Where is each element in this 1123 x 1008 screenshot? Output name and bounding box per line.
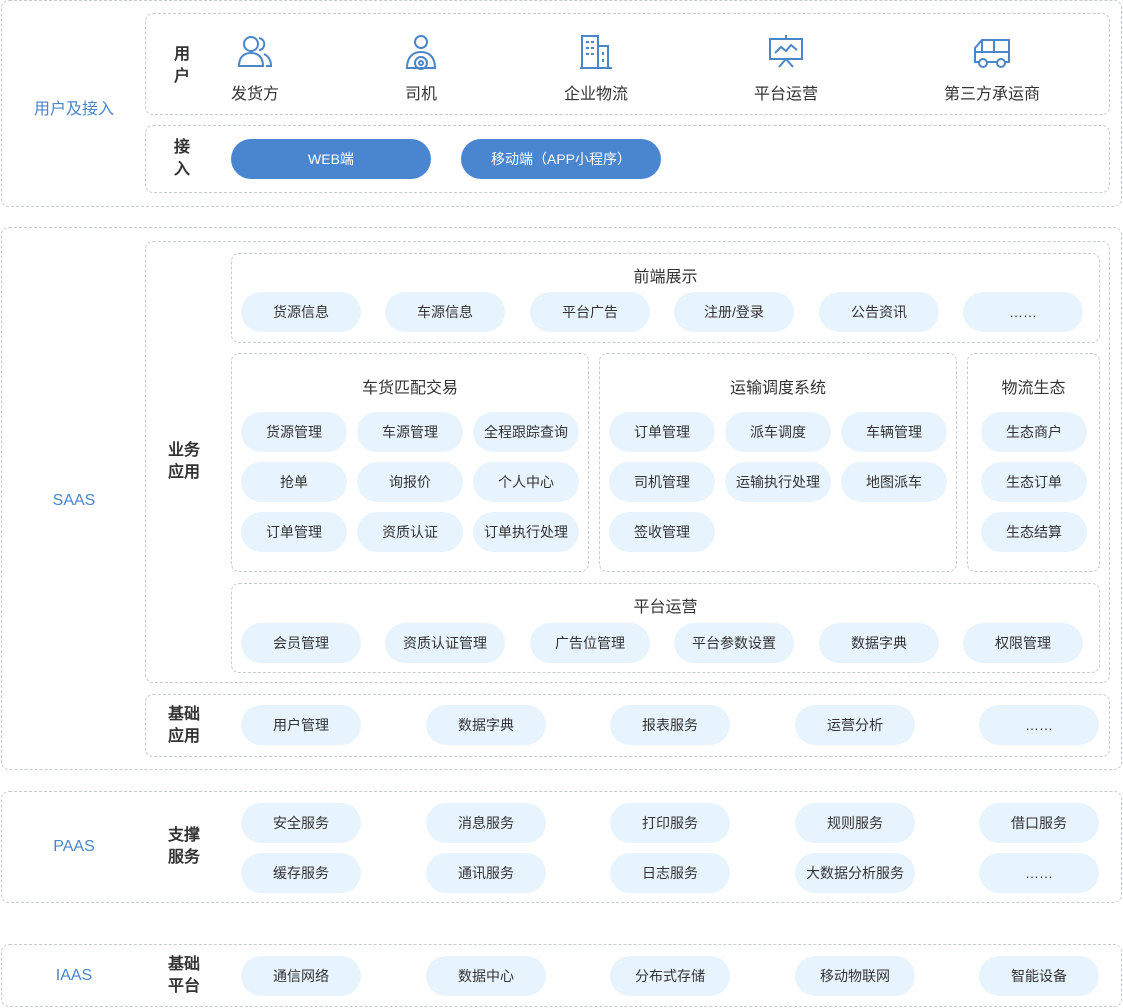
dispatch-item-7[interactable]: 签收管理 bbox=[609, 512, 715, 552]
user-label: 发货方 bbox=[230, 86, 279, 103]
frontend-item-2[interactable]: 车源信息 bbox=[385, 292, 505, 332]
frontend-item-6[interactable]: …… bbox=[963, 292, 1083, 332]
matching-item-7[interactable]: 订单管理 bbox=[241, 512, 347, 552]
base-app-item-1[interactable]: 用户管理 bbox=[241, 705, 361, 745]
mobile-access-button[interactable]: 移动端（APP小程序） bbox=[461, 139, 661, 179]
operation-panel bbox=[231, 583, 1100, 673]
user-driver[interactable]: 司机 bbox=[346, 32, 496, 104]
user-label: 平台运营 bbox=[753, 86, 818, 103]
matching-item-3[interactable]: 全程跟踪查询 bbox=[473, 412, 579, 452]
access-label: 接入 bbox=[173, 139, 190, 178]
matching-title: 车货匹配交易 bbox=[361, 380, 458, 397]
base-app-item-5[interactable]: …… bbox=[979, 705, 1099, 745]
paas-item-8[interactable]: 日志服务 bbox=[610, 853, 730, 893]
base-app-item-2[interactable]: 数据字典 bbox=[426, 705, 546, 745]
paas-item-2[interactable]: 消息服务 bbox=[426, 803, 546, 843]
dispatch-item-4[interactable]: 司机管理 bbox=[609, 462, 715, 502]
ecology-item-1[interactable]: 生态商户 bbox=[981, 412, 1087, 452]
matching-item-8[interactable]: 资质认证 bbox=[357, 512, 463, 552]
paas-item-3[interactable]: 打印服务 bbox=[610, 803, 730, 843]
matching-item-6[interactable]: 个人中心 bbox=[473, 462, 579, 502]
base-app-item-4[interactable]: 运营分析 bbox=[795, 705, 915, 745]
paas-item-9[interactable]: 大数据分析服务 bbox=[795, 853, 915, 893]
frontend-panel bbox=[231, 253, 1100, 343]
operation-title: 平台运营 bbox=[633, 599, 698, 616]
user-label: 第三方承运商 bbox=[943, 86, 1040, 103]
operation-item-5[interactable]: 数据字典 bbox=[819, 623, 939, 663]
operation-item-3[interactable]: 广告位管理 bbox=[530, 623, 650, 663]
matching-item-2[interactable]: 车源管理 bbox=[357, 412, 463, 452]
web-access-button[interactable]: WEB端 bbox=[231, 139, 431, 179]
base-platform-label: 基础平台 bbox=[167, 956, 200, 995]
paas-item-4[interactable]: 规则服务 bbox=[795, 803, 915, 843]
paas-item-1[interactable]: 安全服务 bbox=[241, 803, 361, 843]
driver-icon bbox=[405, 35, 437, 70]
frontend-item-4[interactable]: 注册/登录 bbox=[674, 292, 794, 332]
iaas-item-5[interactable]: 智能设备 bbox=[979, 956, 1099, 996]
matching-item-1[interactable]: 货源管理 bbox=[241, 412, 347, 452]
paas-item-7[interactable]: 通讯服务 bbox=[426, 853, 546, 893]
users-panel bbox=[145, 13, 1110, 115]
ecology-item-2[interactable]: 生态订单 bbox=[981, 462, 1087, 502]
operation-item-6[interactable]: 权限管理 bbox=[963, 623, 1083, 663]
building-icon bbox=[580, 35, 612, 69]
base-app-item-3[interactable]: 报表服务 bbox=[610, 705, 730, 745]
iaas-layer bbox=[1, 944, 1122, 1007]
operation-item-1[interactable]: 会员管理 bbox=[241, 623, 361, 663]
ecology-title: 物流生态 bbox=[1001, 380, 1066, 397]
frontend-title: 前端展示 bbox=[633, 269, 698, 286]
iaas-item-1[interactable]: 通信网络 bbox=[241, 956, 361, 996]
presentation-icon bbox=[769, 35, 803, 68]
user-label: 司机 bbox=[404, 86, 437, 103]
paas-item-5[interactable]: 借口服务 bbox=[979, 803, 1099, 843]
matching-item-5[interactable]: 询报价 bbox=[357, 462, 463, 502]
paas-layer bbox=[1, 791, 1122, 903]
user-third-party-carrier[interactable]: 第三方承运商 bbox=[917, 32, 1067, 104]
paas-item-6[interactable]: 缓存服务 bbox=[241, 853, 361, 893]
ecology-item-3[interactable]: 生态结算 bbox=[981, 512, 1087, 552]
dispatch-item-1[interactable]: 订单管理 bbox=[609, 412, 715, 452]
users-label: 用户 bbox=[173, 46, 190, 85]
user-enterprise[interactable]: 企业物流 bbox=[521, 32, 671, 104]
paas-item-10[interactable]: …… bbox=[979, 853, 1099, 893]
frontend-item-1[interactable]: 货源信息 bbox=[241, 292, 361, 332]
support-service-label: 支撑服务 bbox=[167, 827, 200, 866]
operation-item-2[interactable]: 资质认证管理 bbox=[385, 623, 505, 663]
dispatch-item-2[interactable]: 派车调度 bbox=[725, 412, 831, 452]
frontend-item-3[interactable]: 平台广告 bbox=[530, 292, 650, 332]
dispatch-title: 运输调度系统 bbox=[729, 380, 826, 397]
dispatch-item-5[interactable]: 运输执行处理 bbox=[725, 462, 831, 502]
base-app-label: 基础应用 bbox=[167, 706, 200, 745]
layer-label-saas: SAAS bbox=[52, 492, 96, 509]
dispatch-item-6[interactable]: 地图派车 bbox=[841, 462, 947, 502]
layer-label-user-access: 用户及接入 bbox=[33, 101, 114, 118]
iaas-item-2[interactable]: 数据中心 bbox=[426, 956, 546, 996]
operation-item-4[interactable]: 平台参数设置 bbox=[674, 623, 794, 663]
users-icon bbox=[237, 36, 273, 67]
user-platform-ops[interactable]: 平台运营 bbox=[711, 32, 861, 104]
layer-label-iaas: IAAS bbox=[55, 967, 93, 984]
iaas-item-3[interactable]: 分布式存储 bbox=[610, 956, 730, 996]
matching-item-4[interactable]: 抢单 bbox=[241, 462, 347, 502]
layer-label-paas: PAAS bbox=[53, 838, 95, 855]
dispatch-item-3[interactable]: 车辆管理 bbox=[841, 412, 947, 452]
matching-item-9[interactable]: 订单执行处理 bbox=[473, 512, 579, 552]
user-label: 企业物流 bbox=[563, 86, 628, 103]
business-app-label: 业务应用 bbox=[167, 442, 200, 481]
truck-icon bbox=[974, 39, 1010, 68]
frontend-item-5[interactable]: 公告资讯 bbox=[819, 292, 939, 332]
user-shipper[interactable]: 发货方 bbox=[180, 32, 330, 104]
iaas-item-4[interactable]: 移动物联网 bbox=[795, 956, 915, 996]
